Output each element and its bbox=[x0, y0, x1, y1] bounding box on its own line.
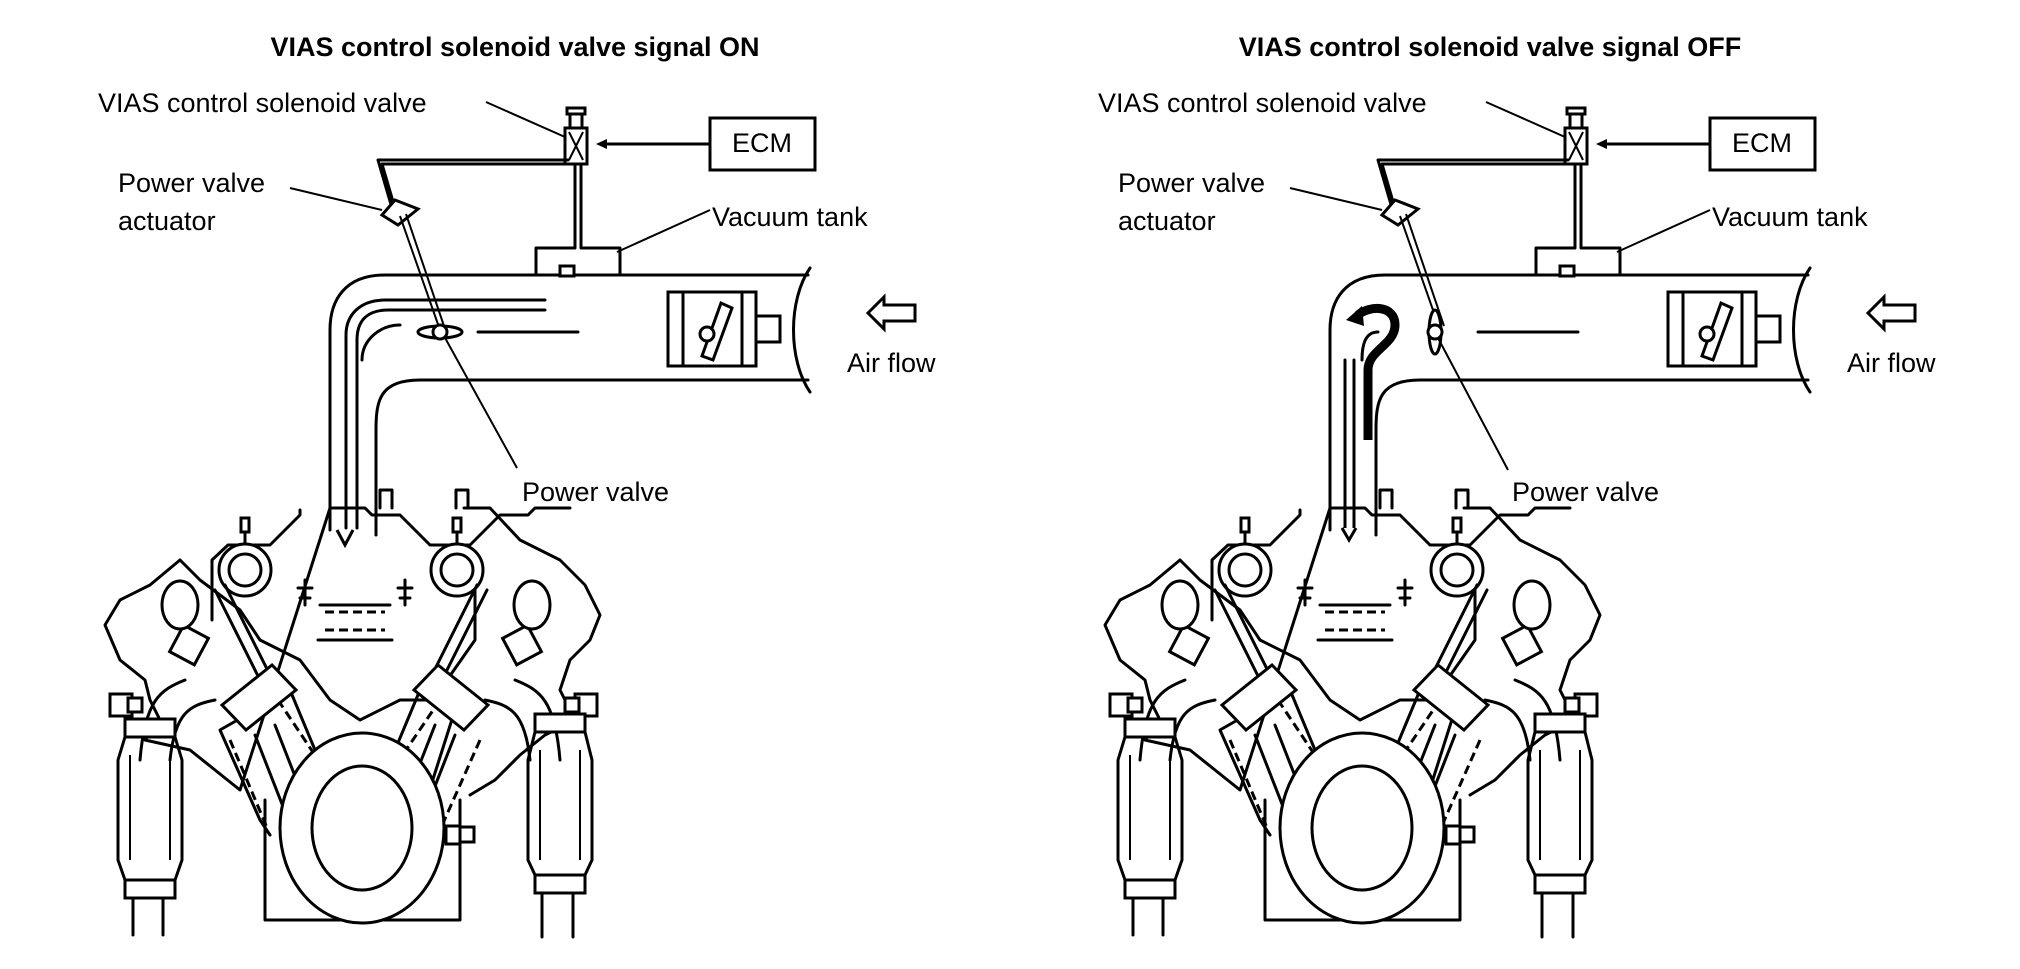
label-air-flow: Air flow bbox=[1847, 348, 1936, 378]
label-vacuum-tank: Vacuum tank bbox=[1712, 202, 1868, 232]
label-power-valve: Power valve bbox=[1512, 477, 1659, 507]
label-air-flow: Air flow bbox=[847, 348, 936, 378]
label-ecm: ECM bbox=[732, 128, 792, 158]
panel-title: VIAS control solenoid valve signal OFF bbox=[1239, 32, 1742, 62]
label-solenoid-valve: VIAS control solenoid valve bbox=[1098, 88, 1427, 118]
label-actuator-2: actuator bbox=[1118, 206, 1216, 236]
panel-signal-off: VIAS control solenoid valve signal OFF V… bbox=[1098, 32, 1936, 939]
panel-title: VIAS control solenoid valve signal ON bbox=[270, 32, 759, 62]
label-vacuum-tank: Vacuum tank bbox=[712, 202, 868, 232]
label-actuator-1: Power valve bbox=[118, 168, 265, 198]
panel-signal-on: VIAS control solenoid valve signal ON VI… bbox=[98, 32, 936, 939]
label-power-valve: Power valve bbox=[522, 477, 669, 507]
label-actuator-1: Power valve bbox=[1118, 168, 1265, 198]
label-solenoid-valve: VIAS control solenoid valve bbox=[98, 88, 427, 118]
label-actuator-2: actuator bbox=[118, 206, 216, 236]
label-ecm: ECM bbox=[1732, 128, 1792, 158]
